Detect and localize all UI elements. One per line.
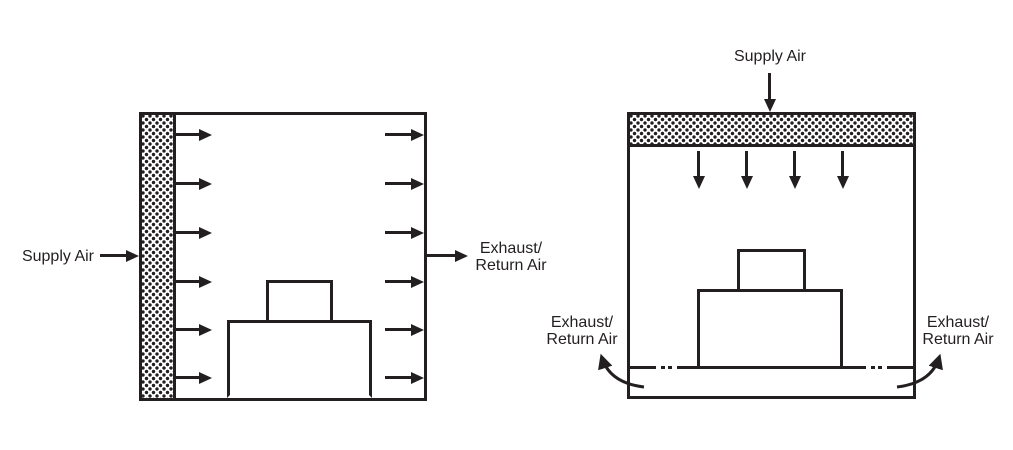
left-exhaust-air-arrow — [427, 249, 468, 262]
airflow-arrow — [385, 371, 424, 384]
left-supply-air-label: Supply Air — [21, 248, 94, 265]
left-exhaust-return-air-label: Exhaust/ Return Air — [472, 240, 550, 274]
right-room-outline — [627, 112, 916, 399]
equipment-top-block — [266, 280, 333, 320]
equipment-base-block — [227, 320, 372, 398]
raised-floor-line — [887, 366, 913, 369]
left-room-outline — [139, 112, 427, 401]
raised-floor-line — [843, 366, 866, 369]
right-supply-air-arrow — [763, 73, 776, 112]
label-line: Return Air — [546, 331, 618, 348]
airflow-arrow — [740, 151, 753, 189]
airflow-arrow — [173, 275, 212, 288]
left-supply-air-arrow — [100, 249, 139, 262]
floor-dot — [878, 366, 882, 369]
airflow-arrow — [385, 128, 424, 141]
airflow-arrow — [385, 177, 424, 190]
airflow-arrow — [173, 323, 212, 336]
airflow-arrow — [385, 323, 424, 336]
label-line: Return Air — [475, 257, 547, 274]
raised-floor-line — [630, 366, 656, 369]
airflow-arrow — [173, 371, 212, 384]
label-line: Return Air — [922, 331, 994, 348]
airflow-arrow — [385, 275, 424, 288]
label-line: Exhaust/ — [926, 314, 990, 331]
raised-floor-line — [677, 366, 700, 369]
equipment-top-block — [737, 249, 806, 289]
floor-dot — [871, 366, 875, 369]
supply-filter-wall — [142, 115, 176, 398]
right-right-exhaust-return-air-label: Exhaust/ Return Air — [919, 314, 997, 348]
airflow-arrow — [692, 151, 705, 189]
airflow-arrow — [788, 151, 801, 189]
right-left-exhaust-return-air-label: Exhaust/ Return Air — [543, 314, 621, 348]
floor-dot — [661, 366, 665, 369]
airflow-arrow — [836, 151, 849, 189]
supply-filter-ceiling — [630, 115, 913, 147]
airflow-arrow — [173, 177, 212, 190]
airflow-arrow — [173, 226, 212, 239]
equipment-base-block — [697, 289, 843, 369]
right-supply-air-label: Supply Air — [733, 48, 807, 65]
floor-dot — [668, 366, 672, 369]
airflow-arrow — [173, 128, 212, 141]
label-line: Exhaust/ — [479, 240, 543, 257]
airflow-arrow — [385, 226, 424, 239]
label-line: Exhaust/ — [550, 314, 614, 331]
